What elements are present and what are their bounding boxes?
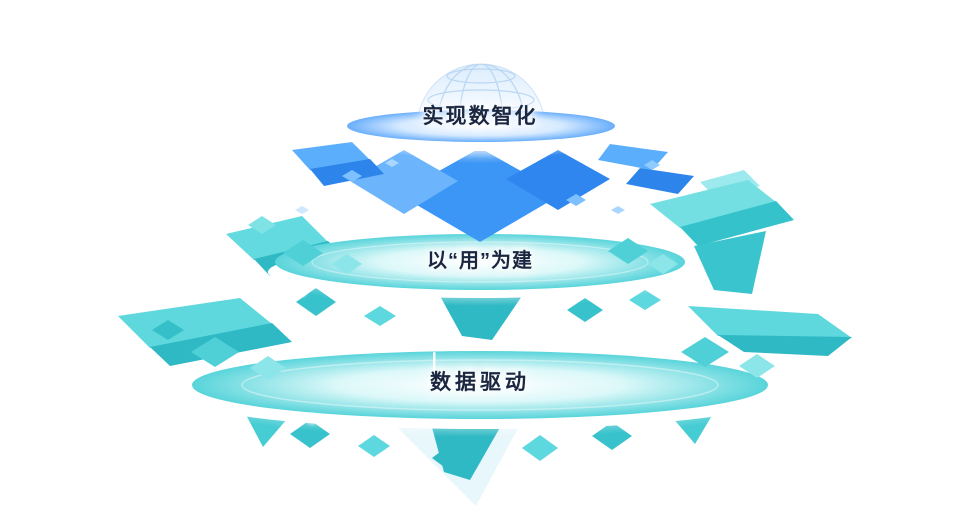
- glow-dot: [289, 128, 305, 144]
- bottom-surface-ring: [241, 359, 719, 411]
- light-beam: [433, 352, 436, 390]
- glow-dot: [177, 398, 195, 416]
- dome-glare-right: [546, 62, 590, 114]
- glow-dot: [640, 413, 656, 429]
- middle-under-prisms: [296, 288, 661, 340]
- glow-dot: [304, 411, 320, 427]
- glow-dot: [295, 285, 309, 299]
- floating-facets: [295, 159, 660, 214]
- tier-middle: [225, 170, 794, 340]
- bottom-right-wing: [688, 306, 852, 356]
- glow-dot: [225, 261, 241, 277]
- glow-dot: [769, 399, 787, 417]
- middle-right-wing: [650, 170, 794, 294]
- top-under-facets: [350, 148, 610, 242]
- bottom-surface: [192, 351, 768, 419]
- tier-top: [289, 62, 694, 242]
- top-right-wing: [598, 144, 694, 194]
- bottom-surface-facets: [152, 320, 775, 380]
- bottom-under-prisms: [245, 412, 714, 506]
- glow-dot: [655, 133, 671, 149]
- middle-surface-facets: [248, 216, 678, 274]
- glow-dot: [673, 279, 689, 295]
- middle-surface: [275, 234, 685, 290]
- glow-dot: [633, 223, 647, 237]
- dome-glare-left: [386, 80, 414, 116]
- top-left-wing: [292, 142, 384, 186]
- tier-bottom: [118, 298, 852, 506]
- top-surface: [347, 110, 615, 142]
